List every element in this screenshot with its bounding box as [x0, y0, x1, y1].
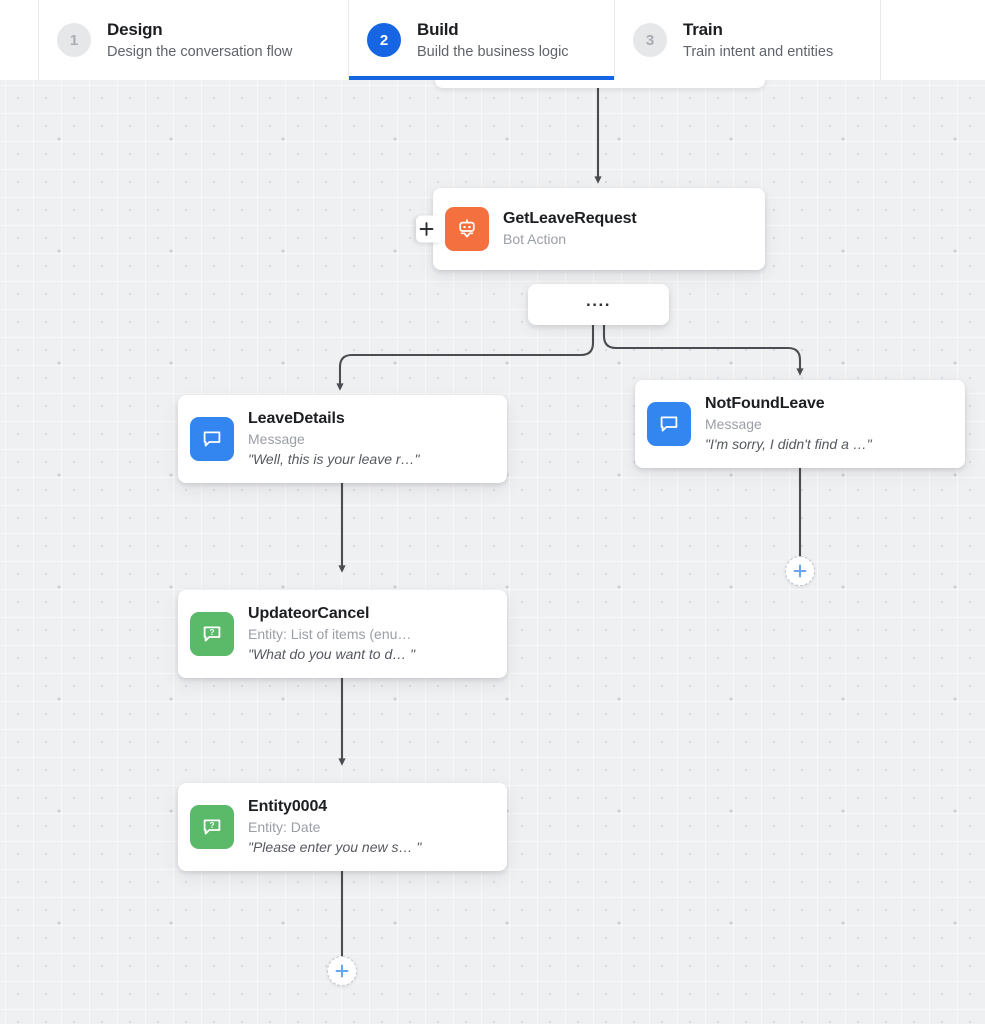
node-text: Entity0004 Entity: Date "Please enter yo… — [248, 797, 431, 857]
add-node-button-entity-0004[interactable] — [327, 956, 357, 986]
node-title: LeaveDetails — [248, 410, 345, 427]
node-text: NotFoundLeave Message "I'm sorry, I didn… — [705, 394, 882, 454]
node-quote: "Please enter you new s… " — [248, 839, 422, 855]
question-bubble-icon-glyph: ? — [203, 626, 221, 642]
plus-icon — [419, 222, 434, 236]
flow-canvas[interactable]: GetLeaveRequest Bot Action .... LeaveDet… — [0, 80, 985, 1024]
node-subtitle: Entity: Date — [248, 819, 321, 835]
node-quote: "I'm sorry, I didn't find a …" — [705, 436, 872, 452]
node-text: LeaveDetails Message "Well, this is your… — [248, 409, 430, 469]
plus-icon — [793, 564, 807, 578]
node-title: GetLeaveRequest — [503, 210, 637, 227]
node-quote: "Well, this is your leave r…" — [248, 451, 420, 467]
step-number-badge: 1 — [57, 23, 91, 57]
wizard-step-build[interactable]: 2 Build Build the business logic — [348, 0, 614, 80]
step-subtitle: Design the conversation flow — [107, 43, 293, 60]
node-text: UpdateorCancel Entity: List of items (en… — [248, 604, 425, 664]
add-node-button-not-found-leave[interactable] — [785, 556, 815, 586]
bot-icon — [445, 207, 489, 251]
offscreen-node-card[interactable] — [435, 80, 765, 88]
wizard-step-design[interactable]: 1 Design Design the conversation flow — [38, 0, 348, 80]
message-bubble-icon — [647, 402, 691, 446]
node-subtitle: Message — [248, 431, 305, 447]
flow-node-get-leave-request[interactable]: GetLeaveRequest Bot Action — [416, 188, 765, 270]
svg-text:?: ? — [209, 627, 214, 637]
flow-node-update-or-cancel[interactable]: ? UpdateorCancel Entity: List of items (… — [178, 590, 507, 678]
collapsed-branch-node[interactable]: .... — [528, 284, 669, 325]
step-text: Train Train intent and entities — [683, 19, 833, 62]
plus-icon — [335, 964, 349, 978]
step-title: Build — [417, 19, 459, 39]
node-quote: "What do you want to d… " — [248, 646, 416, 662]
node-subtitle: Message — [705, 416, 762, 432]
step-text: Design Design the conversation flow — [107, 19, 292, 62]
node-title: Entity0004 — [248, 798, 328, 815]
question-bubble-icon: ? — [190, 805, 234, 849]
step-active-underline — [349, 76, 614, 80]
message-bubble-icon-glyph — [203, 431, 221, 447]
node-title: UpdateorCancel — [248, 605, 370, 622]
flow-node-not-found-leave[interactable]: NotFoundLeave Message "I'm sorry, I didn… — [635, 380, 965, 468]
question-bubble-icon: ? — [190, 612, 234, 656]
message-bubble-icon — [190, 417, 234, 461]
question-bubble-icon-glyph: ? — [203, 819, 221, 835]
step-subtitle: Build the business logic — [417, 43, 569, 60]
step-number-badge: 3 — [633, 23, 667, 57]
node-subtitle: Bot Action — [503, 231, 567, 247]
add-step-before-handle[interactable] — [416, 215, 441, 243]
flow-node-leave-details[interactable]: LeaveDetails Message "Well, this is your… — [178, 395, 507, 483]
wizard-header: 1 Design Design the conversation flow 2 … — [0, 0, 985, 80]
flow-node-entity-0004[interactable]: ? Entity0004 Entity: Date "Please enter … — [178, 783, 507, 871]
wizard-step-train[interactable]: 3 Train Train intent and entities — [614, 0, 881, 80]
collapsed-branch-label: .... — [586, 291, 611, 310]
step-title: Design — [107, 19, 163, 39]
wizard-steps: 1 Design Design the conversation flow 2 … — [38, 0, 881, 80]
step-subtitle: Train intent and entities — [683, 43, 834, 60]
step-number-badge: 2 — [367, 23, 401, 57]
node-title: NotFoundLeave — [705, 395, 825, 412]
message-bubble-icon-glyph — [660, 416, 678, 432]
node-text: GetLeaveRequest Bot Action — [503, 209, 647, 249]
node-subtitle: Entity: List of items (enu… — [248, 626, 412, 642]
svg-text:?: ? — [209, 820, 214, 830]
step-title: Train — [683, 19, 723, 39]
bot-icon-glyph — [459, 219, 475, 238]
step-text: Build Build the business logic — [417, 19, 569, 62]
